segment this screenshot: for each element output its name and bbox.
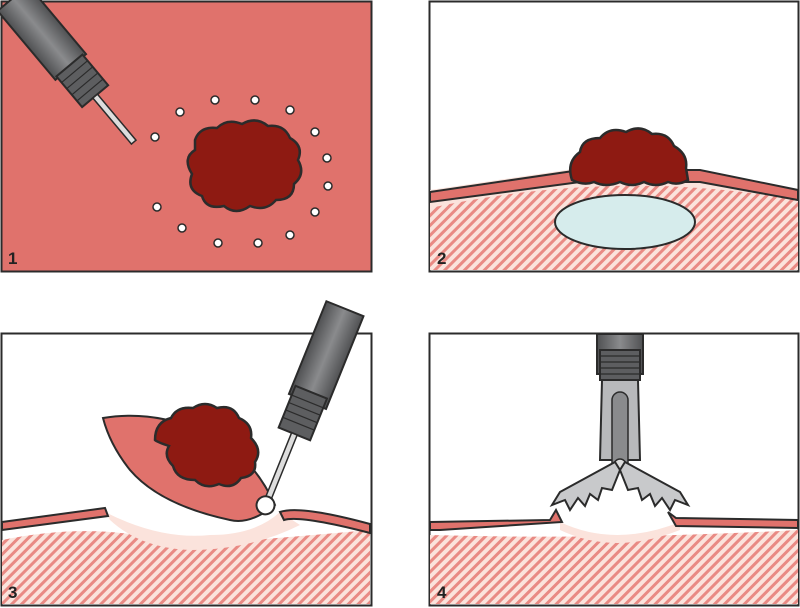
mucosa-layer: [429, 507, 564, 531]
panel-3: 3: [0, 299, 373, 607]
marking-dots: [150, 95, 333, 248]
mucosa-layer: [1, 506, 110, 532]
panel-2: 2: [428, 0, 800, 273]
panel-label: 2: [437, 249, 446, 268]
panel-label: 3: [8, 583, 17, 602]
panel-label: 1: [8, 249, 17, 268]
panel-label: 4: [437, 583, 447, 602]
submucosal-fluid-cushion: [554, 194, 696, 250]
forceps-jaw-left: [549, 460, 622, 512]
endoscope-knife: [255, 299, 365, 516]
panel-4: 4: [428, 332, 800, 607]
panel-1: 1: [0, 0, 373, 273]
forceps-jaw-right: [618, 460, 691, 512]
endoscope-forceps: [549, 333, 691, 512]
endoscope-knife: [0, 0, 138, 146]
lesion: [153, 402, 260, 488]
lesion: [569, 127, 690, 187]
lesion: [186, 119, 303, 213]
